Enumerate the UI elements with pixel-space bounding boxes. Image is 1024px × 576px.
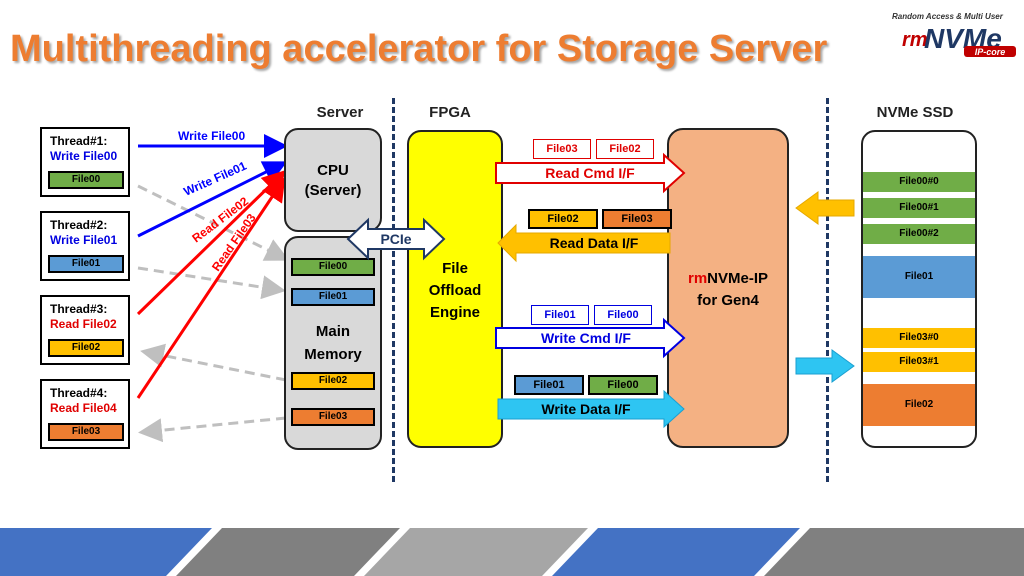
ssd-file02: File02 bbox=[863, 384, 975, 426]
read-data-file03: File03 bbox=[602, 209, 672, 229]
memory-label: Main bbox=[315, 323, 351, 340]
memory-file03: File03 bbox=[291, 408, 375, 426]
thread-file-chip: File00 bbox=[48, 171, 124, 189]
thread-file-chip: File03 bbox=[48, 423, 124, 441]
write-cmd-file01: File01 bbox=[531, 305, 589, 325]
thread-op: Write File01 bbox=[50, 233, 118, 247]
thread-name: Thread#4: bbox=[50, 386, 108, 400]
cpu-box: CPU (Server) bbox=[284, 128, 382, 232]
read-data-arrow bbox=[497, 223, 671, 263]
nvme-ip-prefix: rm bbox=[687, 270, 708, 287]
memory-file01: File01 bbox=[291, 288, 375, 306]
thread-op: Read File02 bbox=[50, 317, 117, 331]
ssd-file00-0: File00#0 bbox=[863, 172, 975, 192]
flow-memory-to-file03 bbox=[138, 416, 287, 443]
thread-op: Write File00 bbox=[50, 149, 118, 163]
flow-memory-to-file02 bbox=[140, 343, 287, 382]
cmd-write-file01 bbox=[137, 161, 288, 238]
header-server: Server bbox=[316, 104, 364, 121]
engine-label-2: Offload bbox=[428, 282, 482, 299]
read-cmd-arrow bbox=[495, 152, 686, 194]
read-cmd-label: Read Cmd I/F bbox=[545, 165, 635, 181]
thread-name: Thread#3: bbox=[50, 302, 108, 316]
thread-op: Read File04 bbox=[50, 401, 117, 415]
label-write-file01: Write File01 bbox=[182, 159, 249, 199]
thread-file-chip: File02 bbox=[48, 339, 124, 357]
logo-suffix: IP-core bbox=[975, 47, 1006, 57]
write-cmd-arrow bbox=[495, 317, 686, 359]
separator-fpga-ssd bbox=[826, 98, 829, 482]
logo: rm NVMe IP-core bbox=[900, 18, 1018, 58]
engine-label-1: File bbox=[442, 260, 468, 277]
read-data-label: Read Data I/F bbox=[550, 235, 639, 251]
thread-box-1: Thread#1: Write File00 File00 bbox=[40, 127, 130, 197]
nvme-ip-label: rmNVMe-IP bbox=[669, 270, 787, 287]
write-cmd-file00: File00 bbox=[594, 305, 652, 325]
write-cmd-label: Write Cmd I/F bbox=[541, 330, 631, 346]
arrow-ssd-to-ip bbox=[795, 191, 855, 225]
read-cmd-file03: File03 bbox=[533, 139, 591, 159]
ssd-file03-0: File03#0 bbox=[863, 328, 975, 348]
nvme-ip-box: rmNVMe-IP for Gen4 bbox=[667, 128, 789, 448]
thread-box-3: Thread#3: Read File02 File02 bbox=[40, 295, 130, 365]
thread-name: Thread#2: bbox=[50, 218, 108, 232]
flow-file00-to-memory bbox=[137, 184, 290, 261]
arrow-ip-to-ssd bbox=[795, 349, 855, 383]
read-data-file02: File02 bbox=[528, 209, 598, 229]
footer-stripes bbox=[0, 528, 1024, 576]
header-fpga: FPGA bbox=[429, 104, 471, 121]
ssd-file01: File01 bbox=[863, 256, 975, 298]
pcie-label: PCIe bbox=[380, 231, 411, 247]
memory-file02: File02 bbox=[291, 372, 375, 390]
header-nvme-ssd: NVMe SSD bbox=[876, 104, 954, 121]
thread-name: Thread#1: bbox=[50, 134, 108, 148]
main-memory-box: File00 File01 Main Memory File02 File03 bbox=[284, 236, 382, 450]
write-data-file00: File00 bbox=[588, 375, 658, 395]
engine-label-3: Engine bbox=[429, 304, 480, 321]
nvme-ip-name: NVMe-IP bbox=[707, 270, 769, 287]
logo-tagline: Random Access & Multi User bbox=[892, 12, 1003, 21]
cpu-label: CPU bbox=[317, 162, 349, 179]
read-cmd-file02: File02 bbox=[596, 139, 654, 159]
ssd-file03-1: File03#1 bbox=[863, 352, 975, 372]
write-data-label: Write Data I/F bbox=[541, 401, 631, 417]
thread-box-2: Thread#2: Write File01 File01 bbox=[40, 211, 130, 281]
label-write-file00: Write File00 bbox=[178, 129, 245, 143]
logo-prefix: rm bbox=[902, 29, 928, 51]
cmd-read-file02 bbox=[136, 169, 287, 316]
memory-file00: File00 bbox=[291, 258, 375, 276]
write-data-arrow bbox=[497, 389, 685, 429]
ssd-file00-1: File00#1 bbox=[863, 198, 975, 218]
interface-arrows: Read Cmd I/F Read Data I/F Write Cmd I/F… bbox=[495, 152, 686, 429]
file-offload-engine: File Offload Engine bbox=[407, 130, 503, 448]
cpu-sublabel: (Server) bbox=[304, 182, 362, 199]
pcie-arrow: PCIe bbox=[346, 217, 446, 261]
write-data-file01: File01 bbox=[514, 375, 584, 395]
cmd-read-file03 bbox=[136, 177, 286, 399]
nvme-ssd-box: File00#0 File00#1 File00#2 File01 File03… bbox=[861, 130, 977, 448]
thread-box-4: Thread#4: Read File04 File03 bbox=[40, 379, 130, 449]
page-title: Multithreading accelerator for Storage S… bbox=[10, 28, 828, 70]
ssd-file00-2: File00#2 bbox=[863, 224, 975, 244]
thread-file-chip: File01 bbox=[48, 255, 124, 273]
nvme-ip-sublabel: for Gen4 bbox=[697, 292, 759, 309]
flow-file01-to-memory bbox=[137, 266, 286, 300]
separator-server-fpga bbox=[392, 98, 395, 482]
memory-label-2: Memory bbox=[304, 346, 362, 363]
